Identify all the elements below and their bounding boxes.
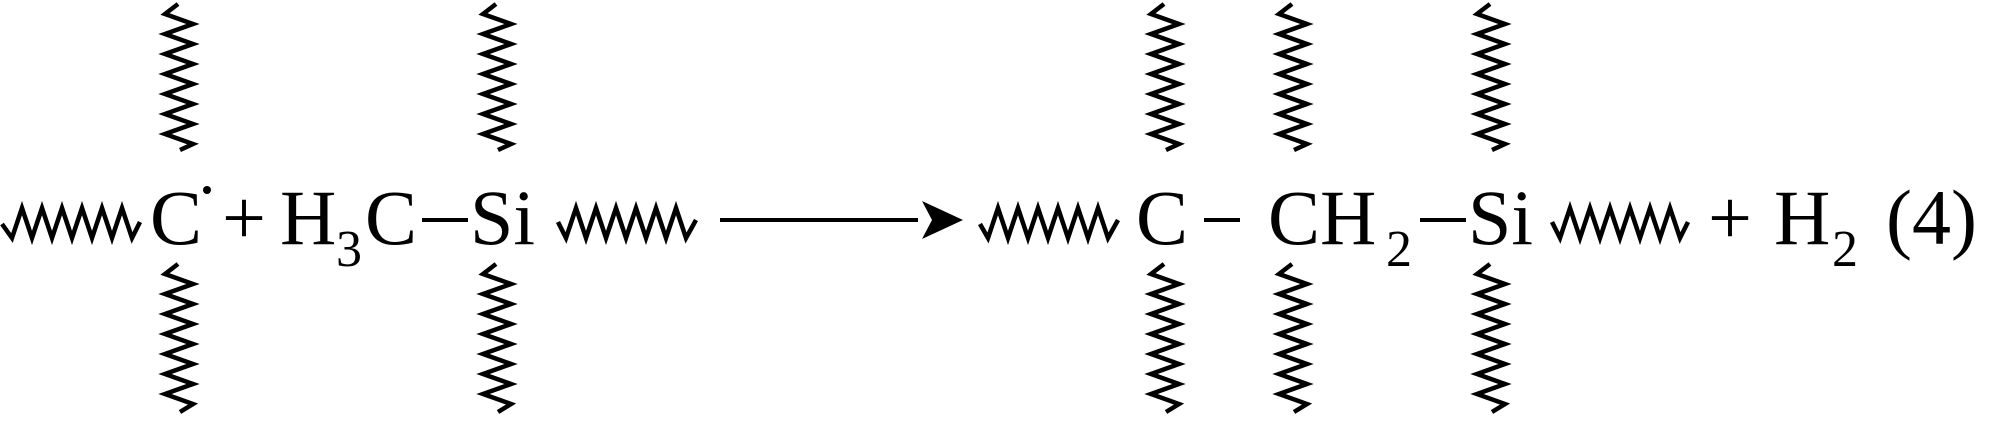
wavy-bond-right-2 bbox=[1549, 200, 1691, 246]
wavy-bond-left-1 bbox=[0, 200, 143, 246]
wavy-bond-c1-bottom bbox=[158, 262, 200, 414]
methyl-subscript: 3 bbox=[336, 221, 362, 278]
wavy-bond-c2-bottom bbox=[1144, 262, 1186, 414]
product-silicon: Si bbox=[1468, 174, 1533, 261]
methylene-subscript: 2 bbox=[1386, 221, 1412, 278]
wavy-bond-c1-top bbox=[158, 2, 200, 153]
plus-sign-2: + bbox=[1708, 174, 1752, 261]
hydrogen-subscript: 2 bbox=[1832, 221, 1858, 278]
reactant-carbon: C bbox=[150, 174, 202, 261]
wavy-bond-c2-top bbox=[1144, 2, 1186, 153]
methyl-h: H bbox=[280, 174, 336, 261]
wavy-bond-si1-top bbox=[476, 2, 518, 153]
radical-dot-icon bbox=[203, 186, 211, 194]
wavy-bond-si2-top bbox=[1470, 2, 1512, 153]
plus-sign-1: + bbox=[222, 174, 266, 261]
product-carbon: C bbox=[1136, 174, 1188, 261]
reactant-silicon: Si bbox=[470, 174, 535, 261]
methyl-c: C bbox=[365, 174, 417, 261]
wavy-bond-right-1 bbox=[555, 200, 698, 246]
methylene-ch: CH bbox=[1268, 174, 1376, 261]
wavy-bond-left-2 bbox=[978, 200, 1120, 246]
wavy-bond-ch2-top bbox=[1272, 2, 1314, 153]
reaction-arrow-icon bbox=[922, 201, 963, 239]
wavy-bond-ch2-bottom bbox=[1272, 262, 1314, 414]
wavy-bond-si2-bottom bbox=[1470, 262, 1512, 414]
hydrogen-h: H bbox=[1774, 174, 1830, 261]
wavy-bond-si1-bottom bbox=[476, 262, 518, 414]
equation-number: (4) bbox=[1886, 174, 1977, 261]
